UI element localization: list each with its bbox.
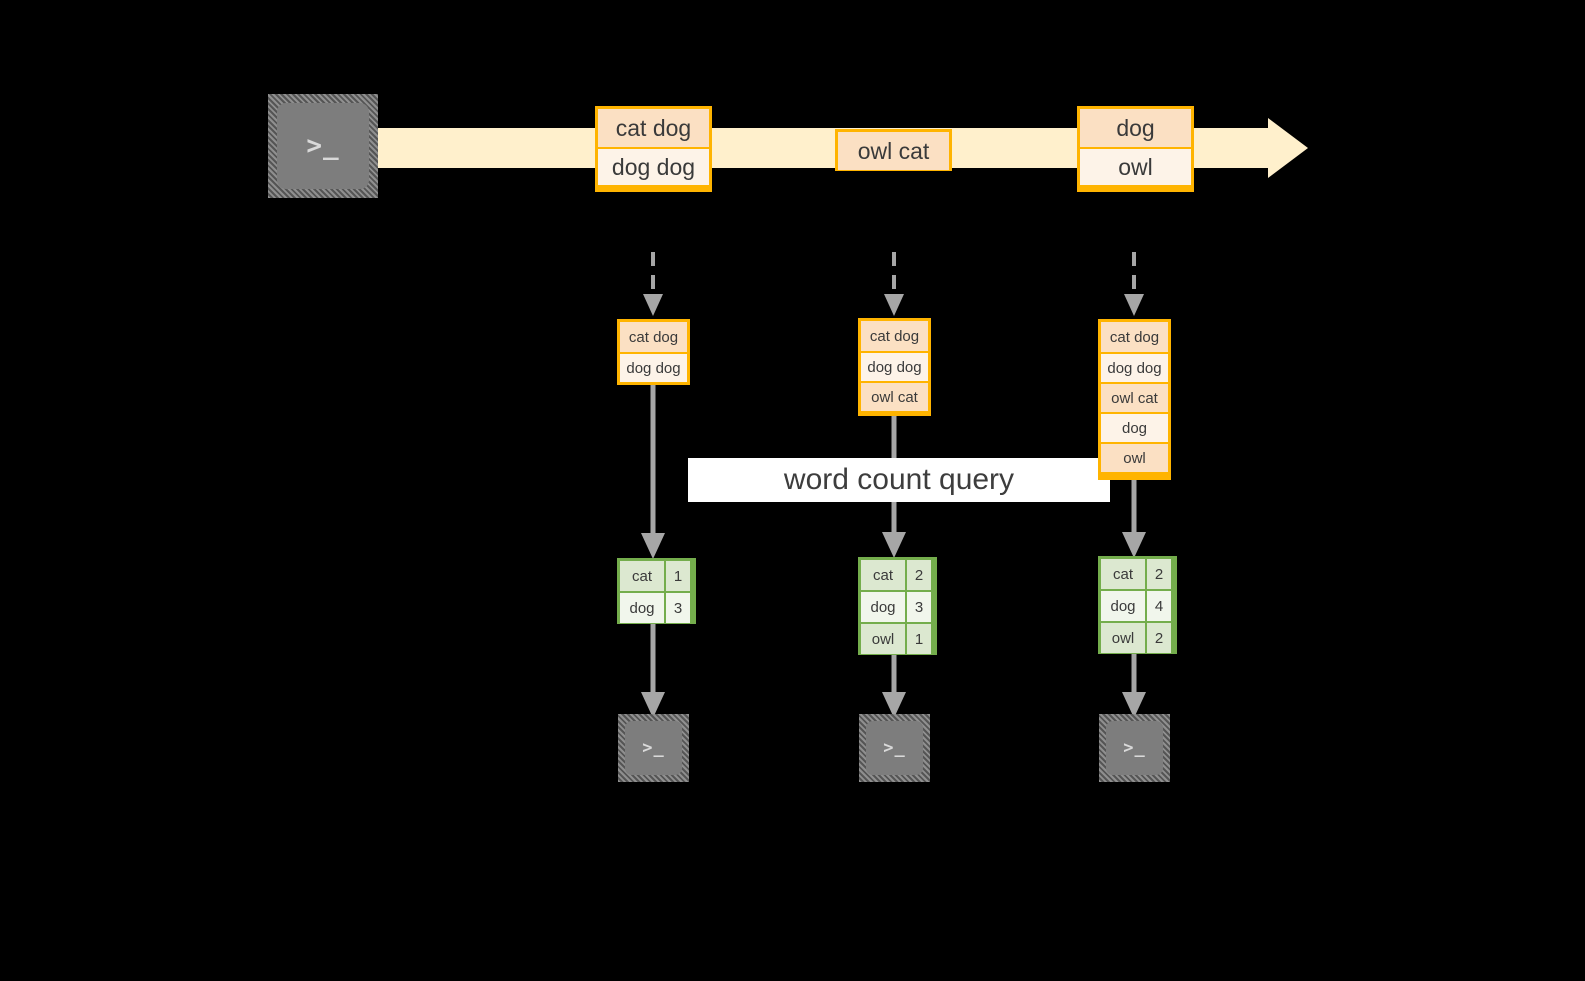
stream-batch-1-line-2: dog dog bbox=[598, 147, 709, 185]
dashed-connector-2 bbox=[884, 252, 904, 316]
terminal-prompt-glyph: >_ bbox=[883, 737, 906, 758]
snapshot-2-word-2: dog bbox=[861, 592, 907, 622]
table-row: dog 3 bbox=[861, 590, 934, 622]
snapshot-1-input-line-1: cat dog bbox=[620, 322, 687, 352]
snapshot-2-input-line-2: dog dog bbox=[861, 351, 928, 381]
consumer-terminal-3-icon: >_ bbox=[1099, 714, 1170, 782]
terminal-prompt-glyph: >_ bbox=[306, 131, 340, 161]
snapshot-1-input-line-2: dog dog bbox=[620, 352, 687, 382]
snapshot-3-input-line-4: dog bbox=[1101, 412, 1168, 442]
stream-batch-3-line-1: dog bbox=[1080, 109, 1191, 147]
snapshot-2-result-table[interactable]: cat 2 dog 3 owl 1 bbox=[858, 557, 937, 655]
snapshot-3-count-1: 2 bbox=[1147, 559, 1171, 589]
consumer-terminal-2-icon: >_ bbox=[859, 714, 930, 782]
table-row: cat 1 bbox=[620, 561, 693, 591]
stream-batch-3[interactable]: dog owl bbox=[1077, 106, 1194, 192]
snapshot-3-result-table[interactable]: cat 2 dog 4 owl 2 bbox=[1098, 556, 1177, 654]
dashed-connector-1 bbox=[643, 252, 663, 316]
table-row: cat 2 bbox=[861, 560, 934, 590]
snapshot-3-count-3: 2 bbox=[1147, 623, 1171, 653]
snapshot-3-word-1: cat bbox=[1101, 559, 1147, 589]
dashed-connector-3 bbox=[1124, 252, 1144, 316]
producer-terminal-icon: >_ bbox=[268, 94, 378, 198]
terminal-prompt-glyph: >_ bbox=[1123, 737, 1146, 758]
stream-batch-1-line-1: cat dog bbox=[598, 109, 709, 147]
snapshot-3-input-line-2: dog dog bbox=[1101, 352, 1168, 382]
terminal-prompt-glyph: >_ bbox=[642, 737, 665, 758]
stream-batch-3-line-2: owl bbox=[1080, 147, 1191, 185]
snapshot-3-input-line-3: owl cat bbox=[1101, 382, 1168, 412]
snapshot-3-word-2: dog bbox=[1101, 591, 1147, 621]
snapshot-3-count-2: 4 bbox=[1147, 591, 1171, 621]
table-row: owl 2 bbox=[1101, 621, 1174, 653]
query-connector-1 bbox=[641, 383, 665, 559]
word-count-query-banner: word count query bbox=[688, 458, 1110, 502]
sink-connector-3 bbox=[1122, 652, 1146, 718]
snapshot-3-word-3: owl bbox=[1101, 623, 1147, 653]
snapshot-2-count-3: 1 bbox=[907, 624, 931, 654]
table-row: dog 4 bbox=[1101, 589, 1174, 621]
snapshot-2-word-1: cat bbox=[861, 560, 907, 590]
snapshot-3-input-line-1: cat dog bbox=[1101, 322, 1168, 352]
snapshot-1-count-1: 1 bbox=[666, 561, 690, 591]
snapshot-1-word-1: cat bbox=[620, 561, 666, 591]
snapshot-1-result-table[interactable]: cat 1 dog 3 bbox=[617, 558, 696, 624]
sink-connector-2 bbox=[882, 653, 906, 718]
stream-batch-1[interactable]: cat dog dog dog bbox=[595, 106, 712, 192]
snapshot-2-input-line-3: owl cat bbox=[861, 381, 928, 411]
snapshot-3-input-stack[interactable]: cat dog dog dog owl cat dog owl bbox=[1098, 319, 1171, 480]
snapshot-2-count-2: 3 bbox=[907, 592, 931, 622]
sink-connector-1 bbox=[641, 622, 665, 718]
consumer-terminal-1-icon: >_ bbox=[618, 714, 689, 782]
table-row: owl 1 bbox=[861, 622, 934, 654]
query-connector-3 bbox=[1122, 478, 1146, 558]
word-count-query-label: word count query bbox=[783, 463, 1015, 496]
snapshot-2-input-line-1: cat dog bbox=[861, 321, 928, 351]
snapshot-1-input-stack[interactable]: cat dog dog dog bbox=[617, 319, 690, 385]
snapshot-3-input-line-5: owl bbox=[1101, 442, 1168, 472]
stream-batch-2[interactable]: owl cat bbox=[835, 129, 952, 171]
snapshot-1-count-2: 3 bbox=[666, 593, 690, 623]
table-row: dog 3 bbox=[620, 591, 693, 623]
snapshot-1-word-2: dog bbox=[620, 593, 666, 623]
snapshot-2-input-stack[interactable]: cat dog dog dog owl cat bbox=[858, 318, 931, 416]
snapshot-2-word-3: owl bbox=[861, 624, 907, 654]
stream-batch-2-line-1: owl cat bbox=[838, 132, 949, 170]
snapshot-2-count-1: 2 bbox=[907, 560, 931, 590]
table-row: cat 2 bbox=[1101, 559, 1174, 589]
